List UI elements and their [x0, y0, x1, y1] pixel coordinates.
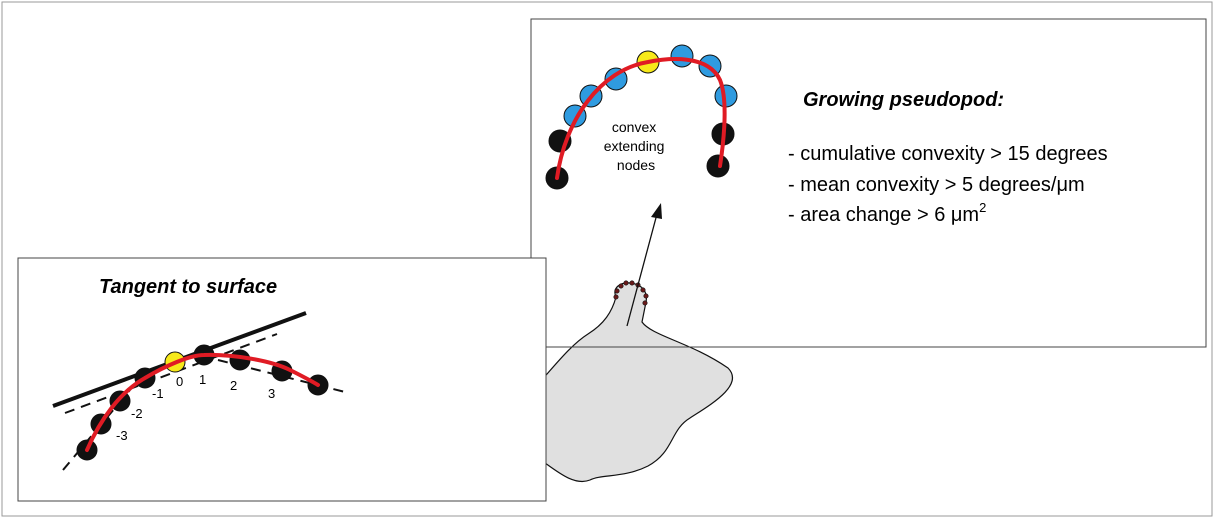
pseudopod-contour-curve [555, 57, 727, 180]
node-label-2: 2 [230, 378, 237, 393]
criterion-cumulative-convexity: - cumulative convexity > 15 degrees [788, 143, 1108, 165]
criterion-area-change-unit: μm [951, 204, 979, 226]
node-label-minus-3: -3 [116, 428, 128, 443]
node-label-1: 1 [199, 372, 206, 387]
contour-node-dot [618, 283, 624, 289]
node-label-3: 3 [268, 386, 275, 401]
node-index-labels: -3 -2 -1 0 1 2 3 [116, 372, 275, 443]
pseudopod-panel-frame [530, 18, 1207, 348]
surface-contour-curve [85, 352, 320, 452]
criterion-area-change: - area change > 6 μm2 [788, 200, 986, 226]
pseudopod-panel-title: Growing pseudopod: [803, 89, 1004, 111]
contour-node-dot [629, 280, 635, 286]
contour-node-dot [623, 280, 629, 286]
note-line-convex: convex [612, 119, 656, 135]
criterion-mean-convexity-unit: μm [1056, 174, 1084, 196]
blue-node [670, 44, 694, 68]
pseudopod-panel: convex extending nodes Growing pseudopod… [530, 18, 1207, 348]
convex-nodes-note: convex extending nodes [604, 119, 669, 173]
criterion-area-change-exponent: 2 [979, 200, 986, 215]
criterion-area-change-text: - area change > 6 [788, 204, 951, 226]
pseudopod-node-dots [613, 280, 649, 306]
note-line-nodes: nodes [617, 157, 655, 173]
criterion-mean-convexity-text: - mean convexity > 5 degrees/ [788, 174, 1057, 196]
contour-node-dot [640, 287, 646, 293]
tangent-panel: Tangent to surface -3 -2 -1 0 1 2 3 [17, 257, 547, 502]
note-line-extending: extending [604, 138, 665, 154]
secant-line-outer [64, 333, 278, 414]
contour-node-dot [613, 294, 619, 300]
tangent-nodes [76, 344, 329, 461]
contour-node-dot [643, 293, 649, 299]
node-label-0: 0 [176, 374, 183, 389]
blue-node [604, 67, 628, 91]
pointer-arrow-line [626, 213, 658, 327]
node-label-minus-1: -1 [152, 386, 164, 401]
tangent-panel-title: Tangent to surface [99, 276, 277, 298]
pointer-arrow-head [651, 203, 662, 219]
criterion-mean-convexity: - mean convexity > 5 degrees/μm [788, 174, 1085, 196]
contour-node-dot [614, 288, 620, 294]
contour-node-dot [642, 300, 648, 306]
node-label-minus-2: -2 [131, 406, 143, 421]
